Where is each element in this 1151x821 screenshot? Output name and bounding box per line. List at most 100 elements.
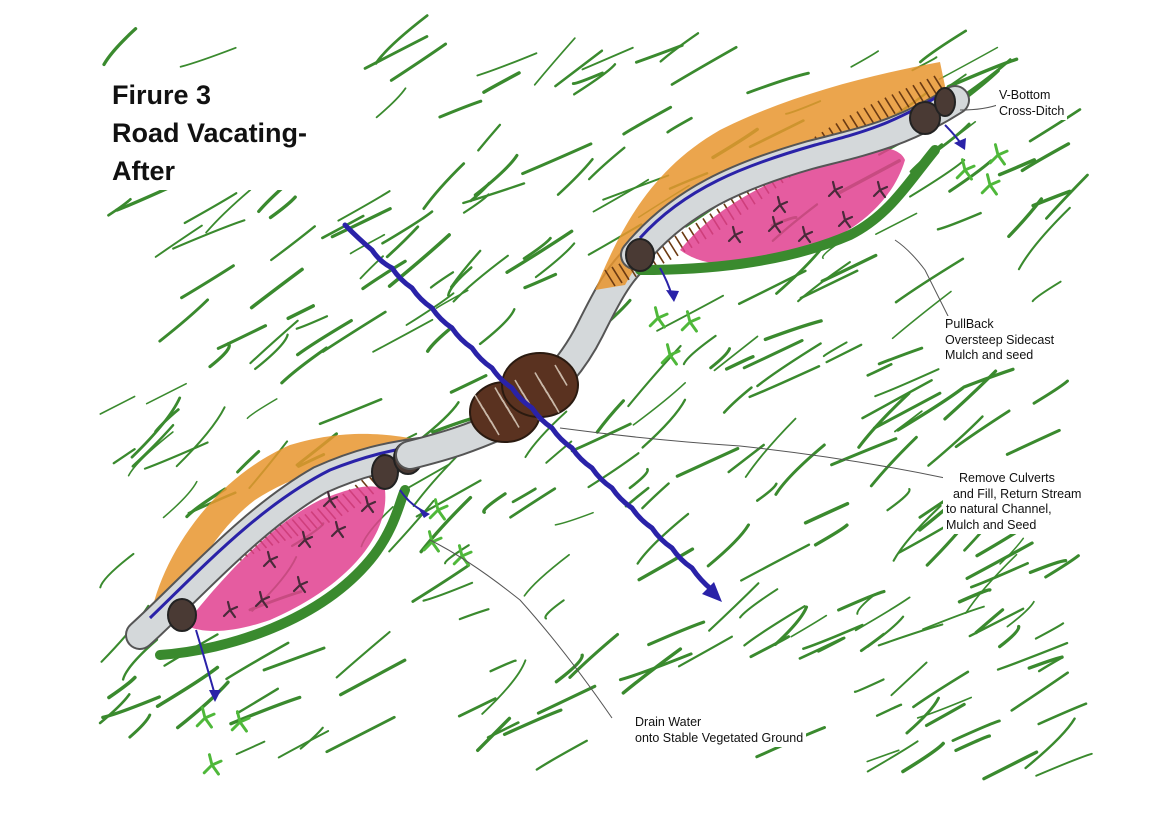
grass-stroke [750, 366, 819, 397]
grass-stroke [440, 101, 481, 117]
grass-stroke [491, 661, 516, 672]
grass-stroke [740, 589, 777, 617]
grass-stroke [879, 348, 922, 364]
grass-stroke [855, 680, 884, 692]
grass-stroke [1034, 381, 1068, 403]
grass-stroke [642, 484, 668, 509]
grass-stroke [1026, 719, 1075, 768]
grass-stroke [424, 164, 464, 209]
grass-stroke [237, 742, 265, 755]
grass-stroke [597, 401, 623, 432]
grass-stroke [535, 38, 575, 85]
grass-stroke [130, 715, 150, 737]
grass-stroke [636, 45, 682, 62]
grass-stroke [851, 51, 878, 67]
grass-stroke [868, 364, 891, 375]
grass-stroke [282, 348, 327, 383]
grass-stroke [822, 255, 876, 281]
grass-stroke [247, 399, 276, 418]
grass-stroke [182, 266, 234, 298]
grass-stroke [109, 678, 135, 698]
grass-stroke [757, 484, 776, 501]
grass-stroke [454, 256, 508, 302]
grass-stroke [428, 327, 452, 351]
grass-stroke [953, 721, 1000, 741]
grass-stroke [525, 274, 556, 287]
pullback-label-line: Mulch and seed [945, 348, 1054, 364]
grass-stroke [480, 309, 514, 344]
grass-stroke [478, 125, 500, 150]
grass-stroke [856, 597, 910, 630]
grass-stroke [160, 300, 208, 341]
grass-stroke [679, 637, 732, 667]
grass-stroke [181, 48, 236, 67]
drain-water-label: Drain Water onto Stable Vegetated Ground [632, 714, 806, 747]
hatch-stroke [668, 240, 678, 256]
grass-stroke [237, 689, 277, 713]
grass-stroke [939, 48, 997, 80]
grass-stroke [819, 638, 845, 651]
grass-stroke [320, 399, 381, 424]
figure-title-line-1: Firure 3 [112, 80, 211, 110]
grass-stroke [888, 489, 910, 510]
upper-road-segment [595, 62, 955, 290]
grass-stroke [966, 555, 1017, 614]
grass-stroke [801, 271, 857, 298]
grass-stroke [227, 643, 289, 679]
grass-stroke [570, 635, 618, 678]
seedling-mark [650, 308, 667, 328]
grass-stroke [891, 663, 926, 696]
grass-stroke [173, 220, 244, 248]
grass-stroke [661, 33, 698, 61]
grass-stroke [505, 710, 561, 734]
remove-culverts-label-line: and Fill, Return Stream [946, 487, 1081, 503]
lower-road-segment [140, 434, 422, 655]
grass-stroke [1036, 754, 1092, 776]
pullback-label: PullBack Oversteep Sidecast Mulch and se… [942, 316, 1057, 365]
remove-culverts-label-line: Remove Culverts [946, 471, 1081, 487]
grass-stroke [507, 231, 572, 272]
grass-stroke [920, 31, 965, 62]
cross-ditch-label-line: V-Bottom [999, 88, 1064, 104]
grass-stroke [545, 600, 563, 618]
drain-water-label-line: onto Stable Vegetated Ground [635, 731, 803, 747]
figure-title-line-2: Road Vacating- [112, 118, 307, 148]
grass-stroke [1000, 627, 1019, 647]
grass-stroke [271, 197, 296, 217]
grass-stroke [482, 660, 525, 714]
grass-stroke [1039, 704, 1086, 724]
grass-stroke [589, 148, 624, 180]
grass-stroke [484, 494, 505, 513]
seedling-mark [682, 312, 699, 332]
cross-ditch-upper-1 [626, 239, 654, 271]
grass-stroke [327, 717, 395, 751]
grass-stroke [938, 213, 981, 229]
grass-stroke [555, 513, 593, 525]
grass-stroke [377, 88, 406, 117]
grass-stroke [511, 489, 555, 518]
grass-stroke [477, 53, 536, 75]
remove-culverts-label-line: Mulch and Seed [946, 518, 1081, 534]
grass-stroke [741, 545, 809, 581]
cross-ditch-label: V-Bottom Cross-Ditch [996, 87, 1067, 120]
grass-stroke [524, 555, 569, 596]
grass-stroke [877, 705, 901, 716]
grass-stroke [288, 306, 313, 318]
grass-stroke [708, 525, 748, 566]
grass-stroke [100, 397, 134, 415]
cross-ditch-upper-3 [935, 88, 955, 116]
grass-stroke [271, 226, 315, 260]
grass-stroke [967, 543, 1032, 578]
grass-stroke [630, 469, 648, 488]
grass-stroke [100, 554, 133, 588]
grass-stroke [460, 609, 489, 619]
grass-stroke [816, 525, 847, 545]
grass-stroke [484, 73, 519, 92]
grass-stroke [431, 272, 453, 287]
grass-stroke [896, 259, 963, 302]
cross-ditch-label-line: Cross-Ditch [999, 104, 1064, 120]
seedling-mark [204, 755, 221, 775]
grass-stroke [574, 64, 615, 94]
remove-culverts-label-line: to natural Channel, [946, 502, 1081, 518]
grass-stroke [1033, 282, 1061, 302]
